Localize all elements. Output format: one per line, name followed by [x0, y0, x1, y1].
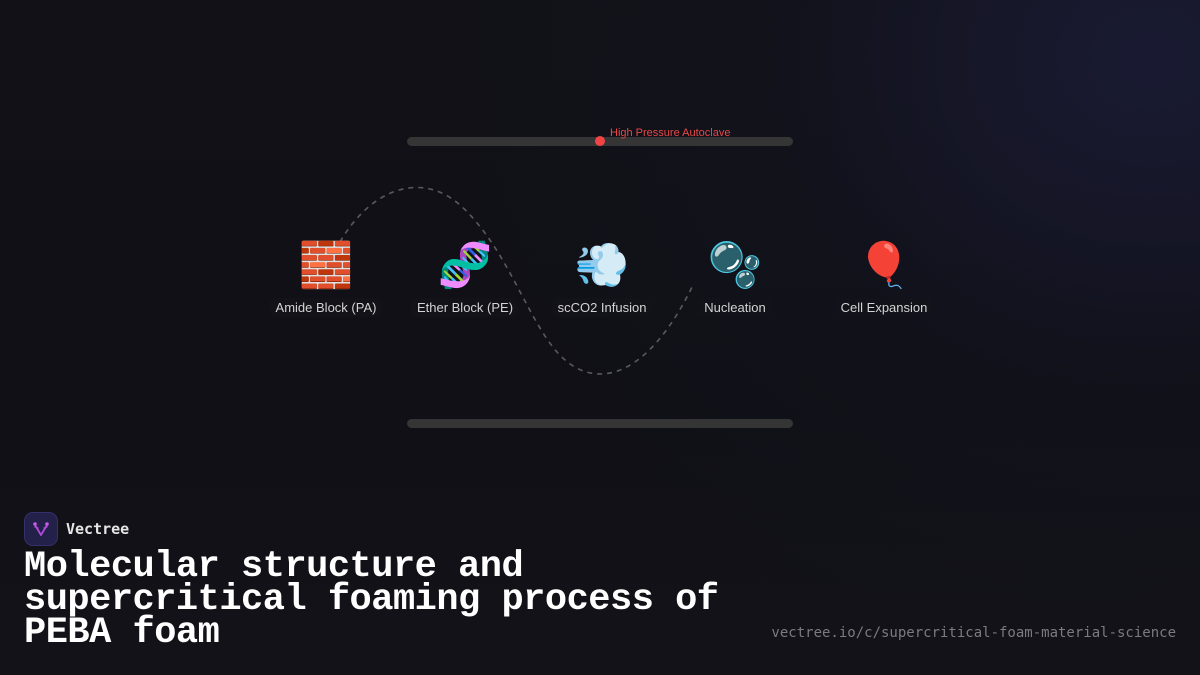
page-title: Molecular structure and supercritical fo…: [24, 546, 719, 654]
bubbles-icon: 🫧: [707, 240, 763, 291]
node-label: Ether Block (PE): [410, 298, 520, 317]
dna-icon: 🧬: [437, 240, 493, 291]
node-amide-block: 🧱 Amide Block (PA): [256, 240, 396, 317]
autoclave-label: High Pressure Autoclave: [610, 127, 731, 139]
node-scco2-infusion: 💨 scCO2 Infusion: [532, 240, 672, 317]
wind-gas-icon: 💨: [574, 240, 630, 291]
node-label: Nucleation: [698, 298, 772, 317]
node-nucleation: 🫧 Nucleation: [665, 240, 805, 317]
brand-name: Vectree: [66, 520, 130, 538]
pressure-marker-dot: [595, 136, 605, 146]
vectree-logo-icon: [24, 512, 58, 546]
node-label: scCO2 Infusion: [551, 298, 653, 317]
node-cell-expansion: 🎈 Cell Expansion: [814, 240, 954, 317]
node-label: Amide Block (PA): [269, 298, 383, 317]
node-label: Cell Expansion: [834, 298, 934, 317]
brick-icon: 🧱: [298, 240, 354, 291]
node-ether-block: 🧬 Ether Block (PE): [395, 240, 535, 317]
balloon-icon: 🎈: [856, 240, 912, 291]
brand: Vectree: [24, 512, 129, 546]
source-url: vectree.io/c/supercritical-foam-material…: [771, 625, 1176, 641]
autoclave-bottom-bar: [407, 419, 793, 428]
